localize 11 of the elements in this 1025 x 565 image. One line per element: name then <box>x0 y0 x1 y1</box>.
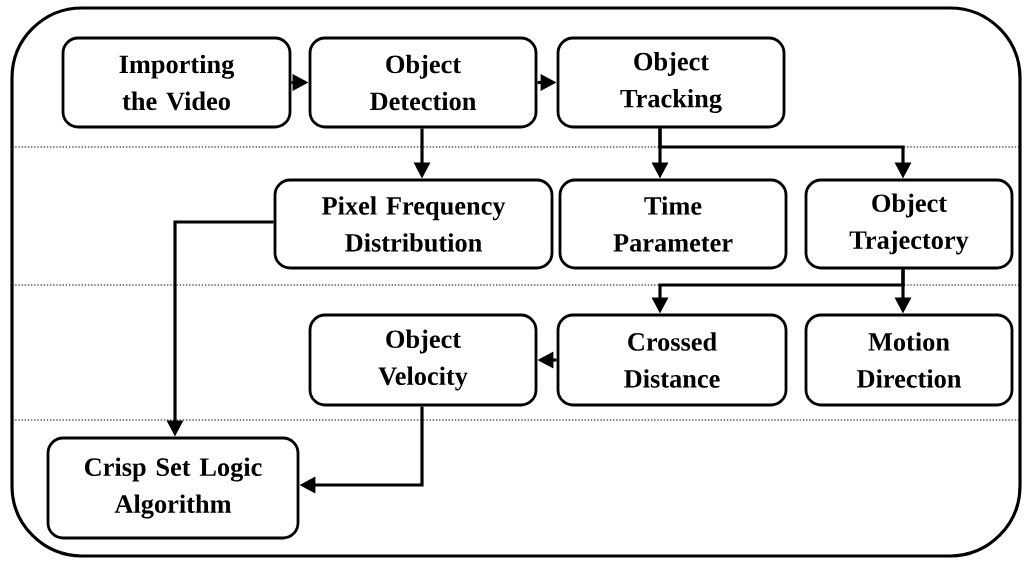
process-box: Pixel Frequency Distribution <box>273 178 554 270</box>
process-box: Motion Direction <box>804 313 1014 407</box>
process-box: Importing the Video <box>61 36 292 129</box>
process-box: Crisp Set Logic Algorithm <box>46 436 300 540</box>
process-box: Time Parameter <box>558 178 788 270</box>
process-box: Crossed Distance <box>556 313 788 407</box>
process-box: Object Tracking <box>556 36 786 129</box>
process-box: Object Velocity <box>308 313 538 407</box>
process-box: Object Trajectory <box>804 178 1014 270</box>
frame-box <box>10 6 1022 558</box>
process-box: Object Detection <box>308 36 538 129</box>
